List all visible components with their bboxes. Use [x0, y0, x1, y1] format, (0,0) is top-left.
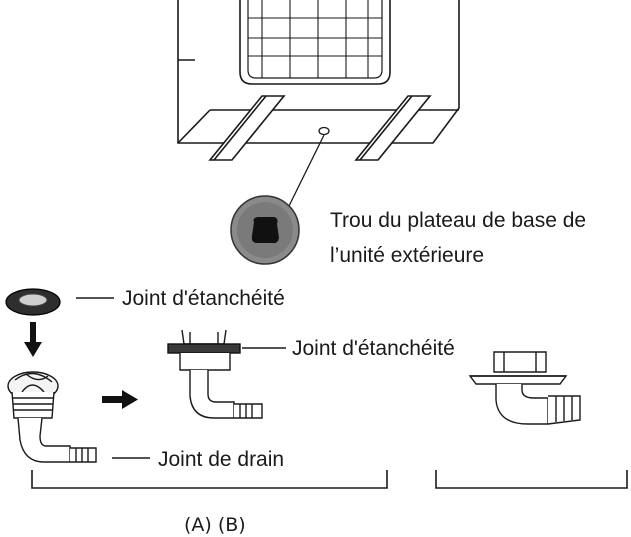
base-plate — [177, 95, 459, 161]
base-plate-hole-icon — [230, 195, 300, 265]
arrow-down-icon — [24, 322, 42, 357]
arrow-right-icon — [102, 390, 138, 409]
hole-label-line2: l’unité extérieure — [330, 244, 484, 267]
fan-grille — [248, 0, 382, 78]
seal-mid-label: Joint d'étanchéité — [292, 337, 455, 360]
seal-left-label: Joint d'étanchéité — [122, 287, 285, 310]
installed-drain-joint-icon — [468, 351, 581, 425]
outdoor-unit — [177, 0, 460, 144]
bracket-b — [435, 470, 628, 489]
drain-joint-label: Joint de drain — [158, 448, 284, 471]
bracket-a — [31, 470, 388, 489]
caption-a-b: (A) (B) — [184, 514, 246, 536]
seal-ring-icon — [5, 288, 61, 316]
hole-leader-line — [287, 134, 325, 209]
drain-joint-icon — [7, 371, 97, 463]
hole-label-line1: Trou du plateau de base de — [330, 209, 586, 232]
assembled-drain-joint-icon — [167, 329, 263, 419]
